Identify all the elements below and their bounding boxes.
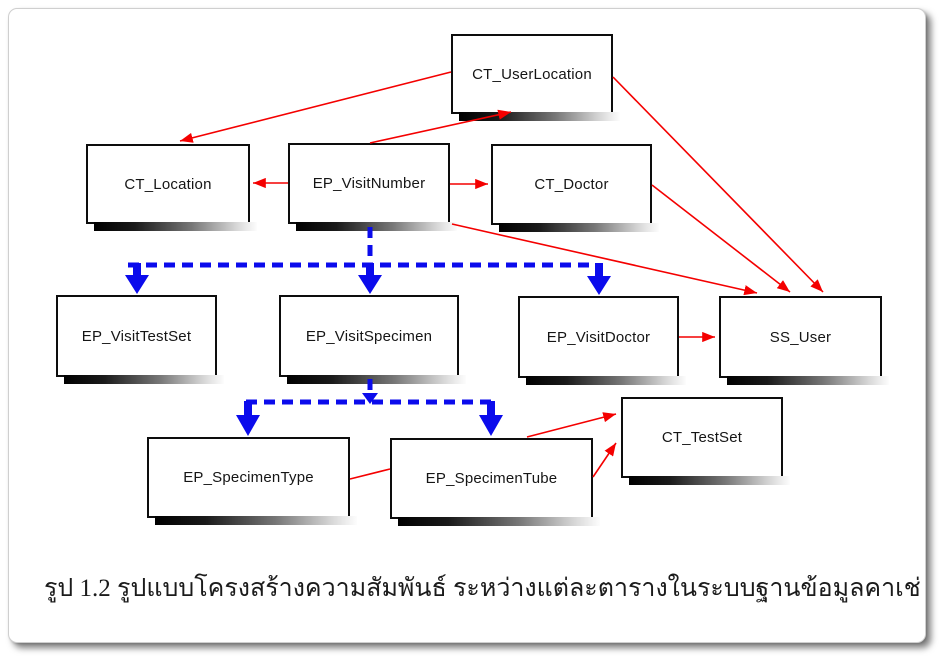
table-label: EP_SpecimenType bbox=[183, 469, 314, 486]
table-box-ep-visittestset: EP_VisitTestSet bbox=[56, 295, 224, 384]
table-label: CT_UserLocation bbox=[472, 65, 592, 83]
table-label: CT_TestSet bbox=[661, 429, 743, 446]
table-label: CT_Doctor bbox=[534, 176, 609, 193]
table-label: SS_User bbox=[769, 328, 832, 346]
table-box-ct-location: CT_Location bbox=[86, 144, 257, 231]
table-box-ct-testset: CT_TestSet bbox=[621, 397, 790, 485]
table-box-ct-doctor: CT_Doctor bbox=[491, 144, 659, 232]
table-box-ep-specimentype: EP_SpecimenType bbox=[147, 437, 357, 525]
table-label: EP_VisitSpecimen bbox=[305, 327, 433, 345]
table-label: CT_Location bbox=[124, 175, 212, 193]
table-box-ep-visitdoctor: EP_VisitDoctor bbox=[518, 296, 686, 385]
table-box-ss-user: SS_User bbox=[719, 296, 889, 385]
table-box-ep-visitspecimen: EP_VisitSpecimen bbox=[279, 295, 466, 384]
figure-caption: รูป 1.2 รูปแบบโครงสร้างความสัมพันธ์ ระหว… bbox=[44, 575, 921, 602]
table-box-ep-visitnumber: EP_VisitNumber bbox=[288, 143, 457, 231]
table-box-ct-userlocation: CT_UserLocation bbox=[451, 34, 620, 121]
table-label: EP_VisitNumber bbox=[312, 175, 426, 192]
table-box-ep-specimentube: EP_SpecimenTube bbox=[390, 438, 600, 526]
table-label: EP_SpecimenTube bbox=[425, 470, 558, 487]
table-label: EP_VisitTestSet bbox=[81, 327, 192, 345]
table-label: EP_VisitDoctor bbox=[546, 328, 651, 346]
